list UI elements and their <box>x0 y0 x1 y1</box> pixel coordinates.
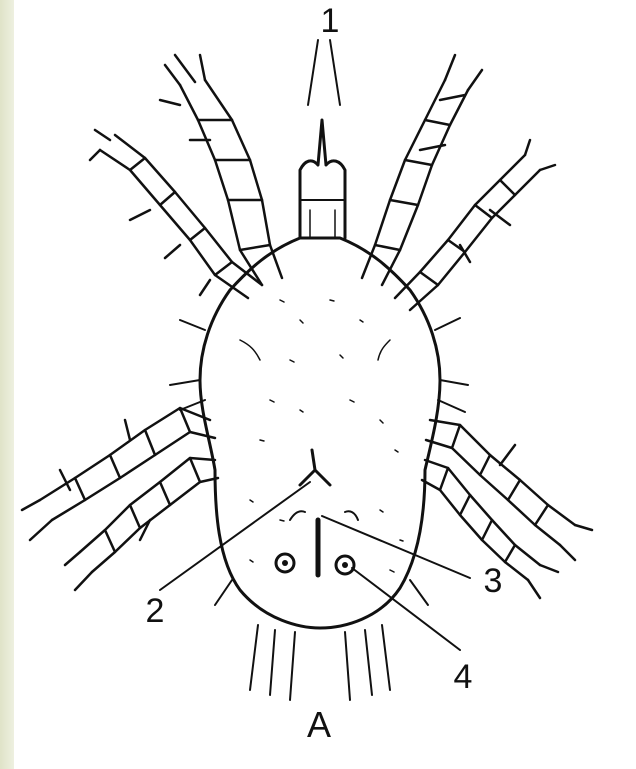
callout-2: 2 <box>146 592 165 630</box>
leg-front-left-2 <box>90 130 262 298</box>
genital-opening <box>300 450 330 485</box>
leg-hind-left-2 <box>65 458 218 590</box>
mouthparts <box>300 120 345 238</box>
panel-letter: A <box>307 704 331 745</box>
leg-front-left-1 <box>160 55 282 285</box>
leader-lines <box>160 40 470 650</box>
leg-hind-left-1 <box>22 408 215 540</box>
leg-front-right-2 <box>395 140 555 310</box>
callout-1: 1 <box>321 2 340 40</box>
body-texture <box>240 300 403 572</box>
callout-3: 3 <box>484 562 503 600</box>
callout-4: 4 <box>454 658 473 696</box>
